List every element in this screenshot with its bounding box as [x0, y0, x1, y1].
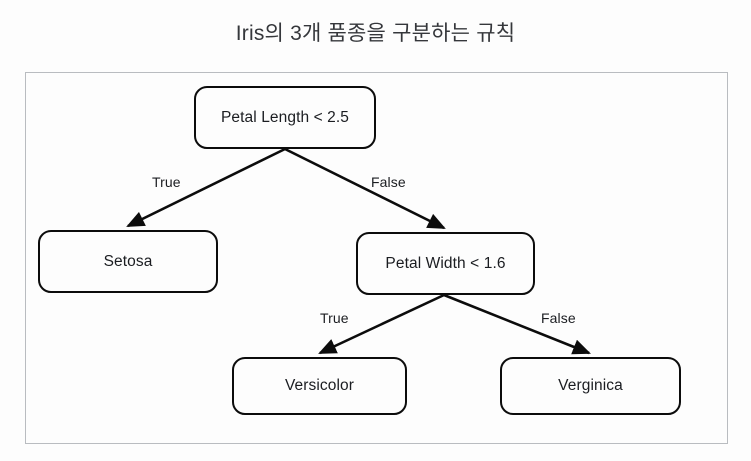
- node-petal-width-label: Petal Width < 1.6: [385, 254, 506, 272]
- node-decision-petal-width[interactable]: Petal Width < 1.6: [356, 232, 535, 295]
- node-root-label: Petal Length < 2.5: [220, 108, 350, 126]
- node-setosa-label: Setosa: [103, 252, 153, 270]
- node-root-petal-length[interactable]: Petal Length < 2.5: [194, 86, 376, 149]
- edge-label-pw-true: True: [320, 310, 349, 326]
- edge-label-root-false: False: [371, 174, 406, 190]
- edge-label-root-true: True: [152, 174, 181, 190]
- node-leaf-setosa[interactable]: Setosa: [38, 230, 218, 293]
- page-title: Iris의 3개 품종을 구분하는 규칙: [235, 22, 516, 45]
- node-leaf-versicolor[interactable]: Versicolor: [232, 357, 407, 415]
- node-verginica-label: Verginica: [558, 377, 623, 394]
- edge-label-pw-false: False: [541, 310, 576, 326]
- node-leaf-verginica[interactable]: Verginica: [500, 357, 681, 415]
- node-versicolor-label: Versicolor: [284, 377, 355, 394]
